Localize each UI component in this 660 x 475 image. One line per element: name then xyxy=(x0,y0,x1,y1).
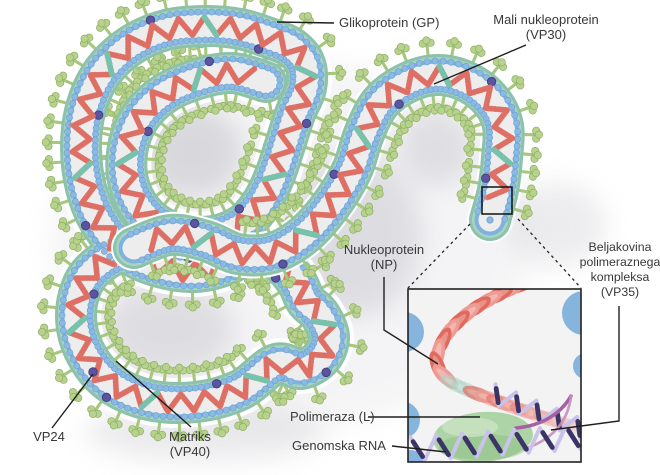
inset-membrane-bead xyxy=(408,402,420,438)
label-vp35-line4: (VP35) xyxy=(601,285,639,299)
virion-arch-segment xyxy=(111,36,544,295)
inset-zoom-panel xyxy=(408,289,581,462)
zoom-annotation xyxy=(407,186,582,289)
inset-membrane-bead xyxy=(573,354,581,378)
nucleocapsid-zigzag xyxy=(148,60,519,270)
inset-rna-helix-lower xyxy=(408,424,581,462)
leader-vp35 xyxy=(550,306,620,431)
label-vp35-line1: Beljakovina xyxy=(589,240,652,254)
label-nukleoprotein-line1: Nukleoprotein xyxy=(344,242,424,257)
label-vp30-line1: Mali nukleoprotein xyxy=(493,12,599,27)
inset-frame xyxy=(407,288,582,463)
leader-vp30 xyxy=(433,44,527,85)
label-polimeraza: Polimeraza (L) xyxy=(290,409,375,424)
virus-filament xyxy=(37,0,544,443)
zoom-highlight-box xyxy=(481,186,513,215)
leader-genomska-rna xyxy=(391,445,447,453)
leader-glikoprotein xyxy=(276,21,335,24)
label-vp24: VP24 xyxy=(33,429,65,444)
label-vp35-line2: polimeraznega xyxy=(580,255,660,269)
inset-membrane-bead xyxy=(408,312,424,352)
inset-membrane-bead xyxy=(562,291,581,335)
label-glikoprotein: Glikoprotein (GP) xyxy=(339,15,439,30)
labels: Glikoprotein (GP) Mali nukleoprotein (VP… xyxy=(33,12,660,459)
leader-nukleoprotein xyxy=(383,277,439,365)
matrix-bead-layer xyxy=(127,57,522,273)
label-matriks-line2: (VP40) xyxy=(170,444,210,459)
vp24-dots xyxy=(189,76,497,269)
leader-vp24 xyxy=(51,373,94,429)
leader-lines xyxy=(51,21,620,453)
label-nukleoprotein-line2: (NP) xyxy=(371,257,398,272)
inset-membrane-bead xyxy=(408,450,426,462)
label-vp30-line2: (VP30) xyxy=(526,27,566,42)
label-matriks-line1: Matriks xyxy=(169,429,211,444)
label-genomska-rna: Genomska RNA xyxy=(292,438,386,453)
leader-matriks xyxy=(115,360,192,428)
vp24-dot xyxy=(88,367,98,377)
label-vp35-line3: kompleksa xyxy=(591,270,650,284)
inset-rna-helix-upper xyxy=(493,382,581,441)
zoom-dashed-line-left xyxy=(407,223,471,289)
inset-content xyxy=(408,289,581,462)
